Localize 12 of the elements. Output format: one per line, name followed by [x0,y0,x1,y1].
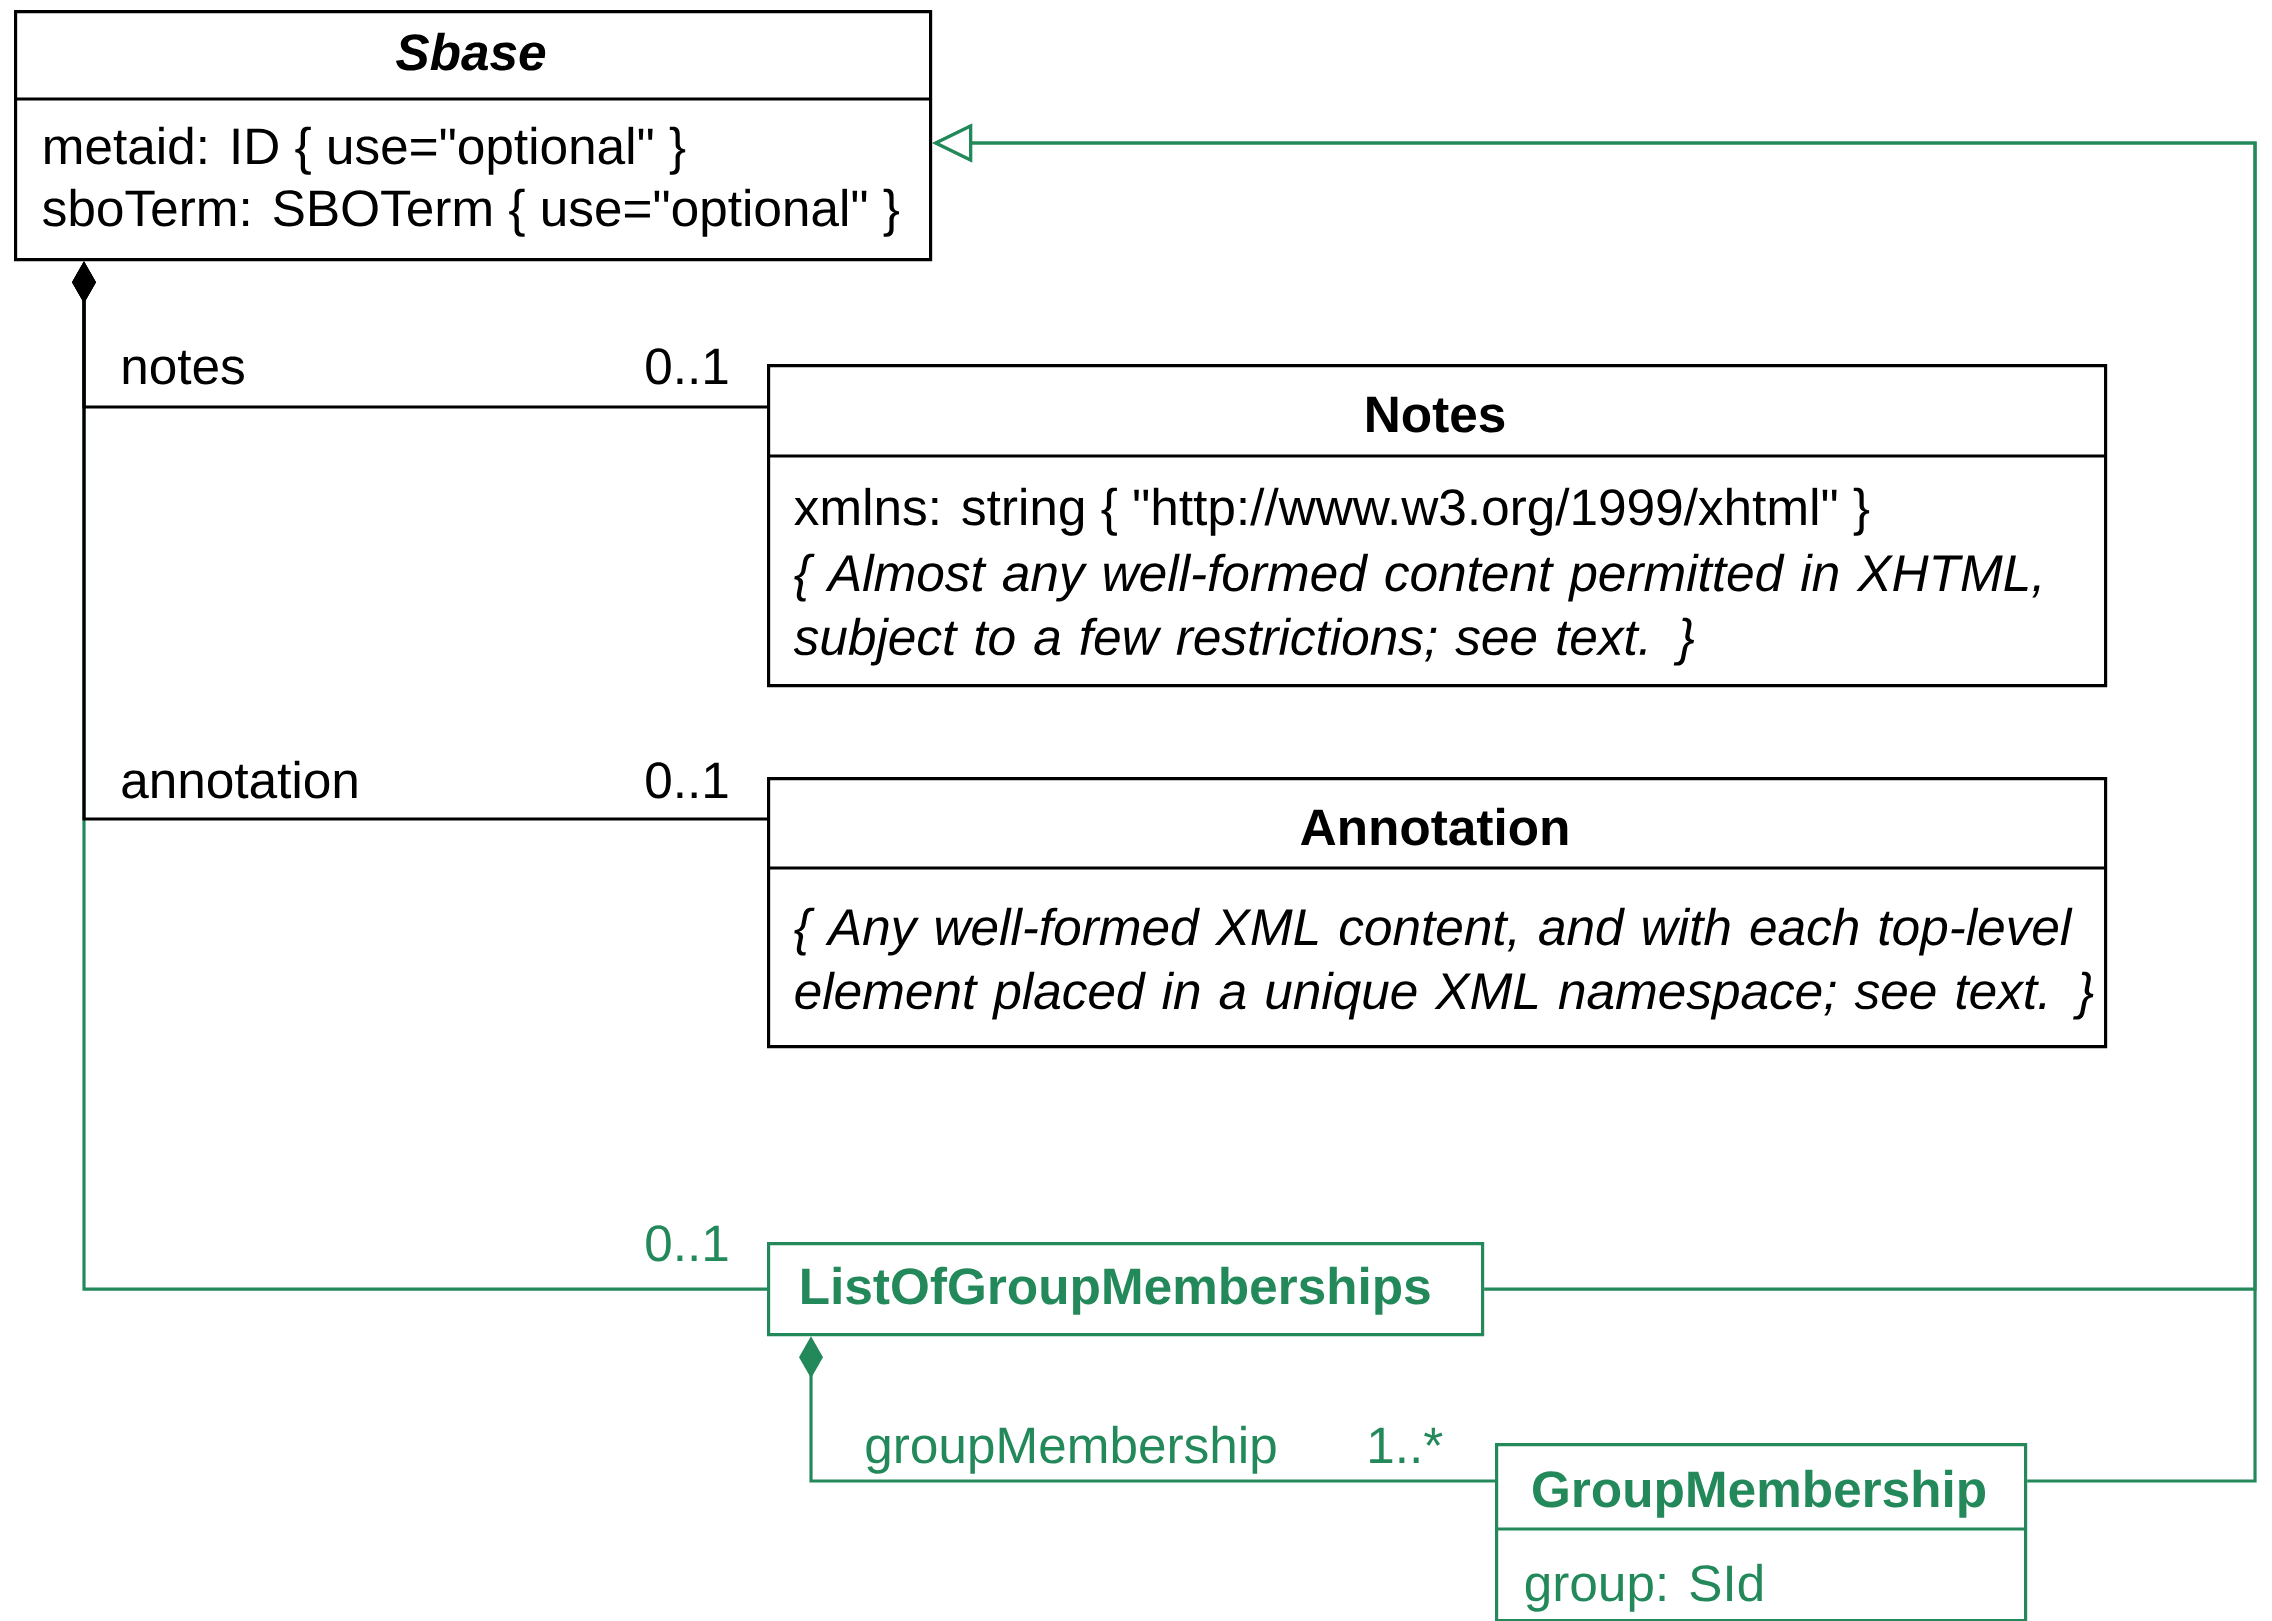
edge-label: notes [116,347,250,389]
class-box: GroupMembership group: SId [1495,1443,2028,1621]
edge-label: annotation [116,757,364,803]
multiplicity-label: 0..1 [646,762,728,799]
multiplicity-label: 0..1 [646,1225,728,1262]
class-box: ListOfGroupMemberships [767,1242,1485,1337]
edge-label: groupMembership [860,1422,1282,1478]
class-box: Sbase metaid: ID { use="optional" } sboTerm: SBOTerm { use="optional" } [14,10,933,262]
class-box: Annotation { Any well-formed XML content, and with each top-level element placed in a unique XML namespace; see text. } [767,777,2108,1049]
multiplicity-label: 0..1 [646,348,728,385]
multiplicity-label: 1..* [1370,1427,1443,1464]
class-box: Notes xmlns: string { "http://www.w3.org/1999/xhtml" } { Almost any well-formed content permitted in XHTML, subject to a few restrictions; see text. } [767,364,2108,688]
